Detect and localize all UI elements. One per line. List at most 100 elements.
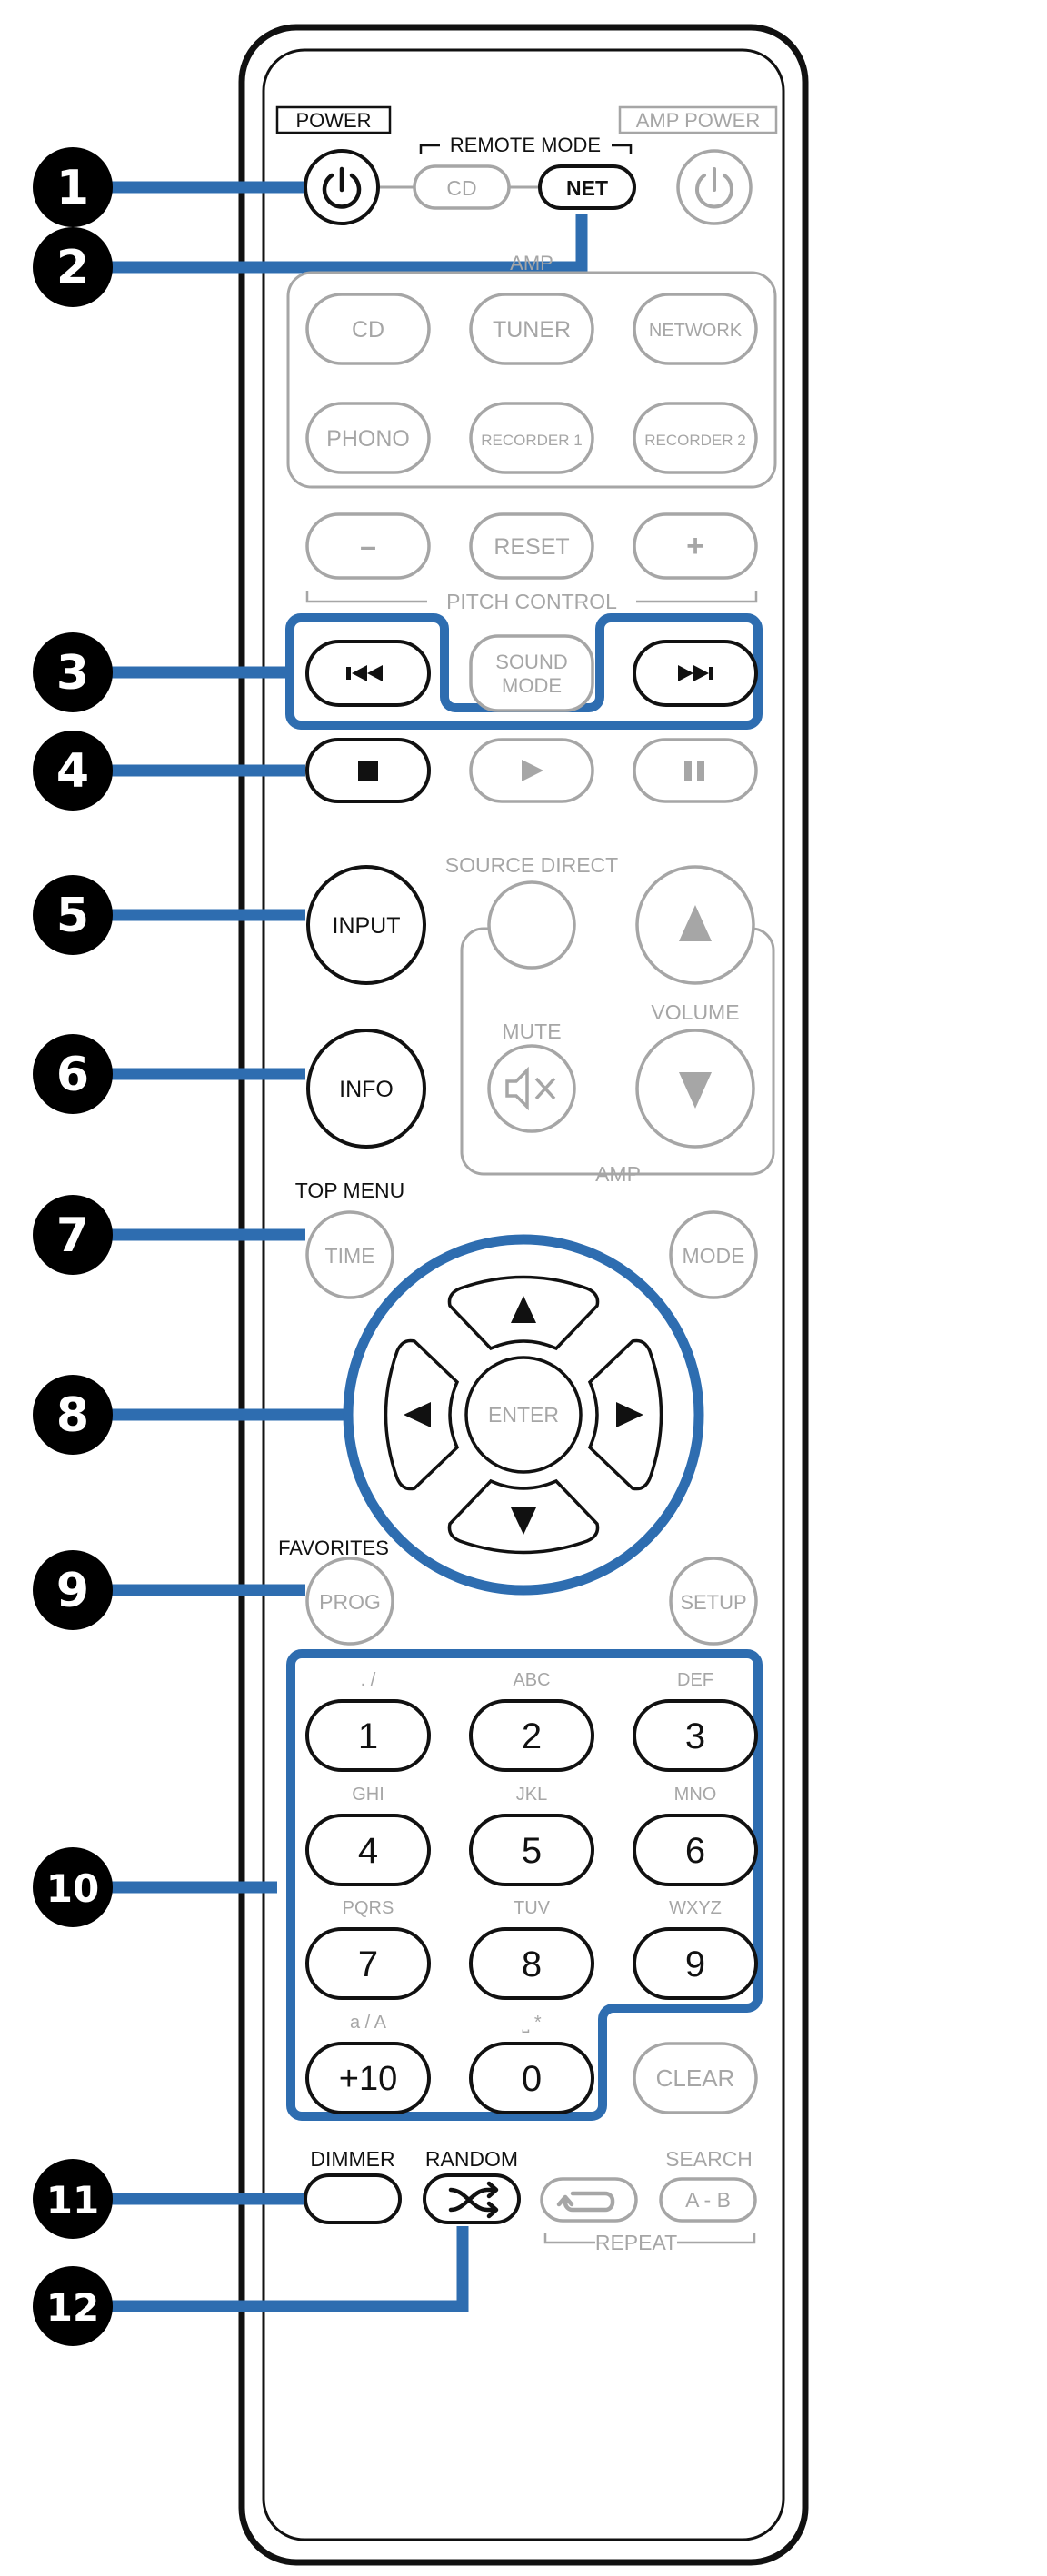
keypad-group-outline [286,1649,763,2121]
pitch-minus-button[interactable]: – [305,512,431,580]
play-icon [522,760,543,781]
keypad-key-5[interactable]: 5 [469,1814,594,1886]
keypad-letters-3: DEF [677,1670,713,1690]
svg-text:6: 6 [685,1831,705,1871]
keypad-key-2[interactable]: 2 [469,1699,594,1772]
source-direct-button[interactable] [487,880,576,970]
svg-text:INFO: INFO [339,1077,394,1102]
sound-mode-button[interactable]: SOUND MODE [469,634,594,712]
source-direct-label: SOURCE DIRECT [445,853,618,877]
time-button[interactable]: TIME [305,1210,394,1299]
repeat-button[interactable] [540,2177,638,2223]
svg-text:2: 2 [56,241,89,295]
pause-icon [684,761,704,781]
stop-icon [358,761,378,781]
setup-button[interactable]: SETUP [669,1557,758,1646]
svg-text:+10: +10 [339,2060,397,2098]
keypad-key-3[interactable]: 3 [633,1699,758,1772]
keypad-letters-2: ABC [513,1670,550,1690]
keypad-letters-5: JKL [516,1785,547,1805]
power-button[interactable] [304,149,380,225]
power-icon [322,173,362,209]
svg-text:SOUND: SOUND [495,651,567,673]
mute-icon [505,1066,556,1111]
keypad-key-6[interactable]: 6 [633,1814,758,1886]
amp-source-panel [286,271,777,489]
keypad-key-4[interactable]: 4 [305,1814,431,1886]
play-button[interactable] [469,738,594,803]
callout-number-12: 12 [33,2266,113,2346]
cd-source-button[interactable]: CD [305,293,431,365]
keypad-letters-1: . / [361,1670,376,1690]
amp-section-label: AMP [510,252,553,274]
cursor-left-icon [404,1402,431,1427]
mute-button[interactable] [487,1044,576,1133]
amp-power-label: AMP POWER [636,109,761,132]
repeat-label: REPEAT [595,2231,677,2254]
mode-button[interactable]: MODE [669,1210,758,1299]
skip-forward-icon [678,665,713,681]
skip-back-button[interactable] [305,640,431,707]
svg-text:MODE: MODE [683,1244,745,1268]
callout-number-8: 8 [33,1375,113,1455]
callout-number-5: 5 [33,875,113,955]
pitch-plus-button[interactable]: + [633,512,758,580]
remote-mode-label: REMOTE MODE [450,134,601,156]
svg-text:6: 6 [56,1048,89,1102]
keypad-key-9[interactable]: 9 [633,1927,758,2000]
svg-text:3: 3 [56,646,89,701]
pitch-control-bracket [305,591,758,603]
svg-text:+: + [686,529,704,563]
skip-back-icon [346,665,383,681]
callout-number-4: 4 [33,731,113,811]
recorder1-button[interactable]: RECORDER 1 [469,402,594,474]
keypad-key-0[interactable]: 0 [469,2042,594,2114]
svg-text:2: 2 [522,1716,542,1756]
keypad-key-plus10[interactable]: +10 [305,2042,431,2114]
amp-power-label-box [618,105,778,134]
ab-repeat-button[interactable]: A - B [659,2177,757,2223]
skip-forward-button[interactable] [633,640,758,707]
random-button[interactable] [423,2173,521,2224]
svg-text:CLEAR: CLEAR [656,2064,735,2092]
cursor-pad: ENTER [384,1275,663,1555]
enter-button[interactable]: ENTER [464,1356,583,1474]
callout-number-10: 10 [33,1847,113,1927]
stop-button[interactable] [305,738,431,803]
svg-text:1: 1 [358,1716,378,1756]
prog-button[interactable]: PROG [305,1557,394,1646]
amp-power-button[interactable] [676,149,753,225]
reset-button[interactable]: RESET [469,512,594,580]
cursor-group-outline [343,1234,704,1596]
svg-text:12: 12 [46,2285,99,2330]
random-icon [448,2181,499,2219]
net-mode-button[interactable]: NET [538,164,636,210]
dimmer-button[interactable] [304,2173,402,2224]
phono-button[interactable]: PHONO [305,402,431,474]
svg-text:10: 10 [46,1866,99,1911]
keypad-letters-6: MNO [674,1785,717,1805]
svg-text:3: 3 [685,1716,705,1756]
keypad-key-1[interactable]: 1 [305,1699,431,1772]
callout-number-9: 9 [33,1550,113,1630]
callout-number-6: 6 [33,1034,113,1114]
volume-up-button[interactable] [635,865,755,985]
pause-button[interactable] [633,738,758,803]
dimmer-label: DIMMER [310,2147,394,2171]
volume-down-button[interactable] [635,1029,755,1149]
keypad-letters-0: ⎵ * [522,2013,542,2033]
info-button[interactable]: INFO [306,1029,426,1149]
cd-mode-button[interactable]: CD [413,164,511,210]
keypad-letters-plus10: a / A [350,2013,387,2033]
input-button[interactable]: INPUT [306,865,426,985]
svg-text:RECORDER 2: RECORDER 2 [644,432,745,449]
clear-button[interactable]: CLEAR [633,2042,758,2114]
keypad-key-7[interactable]: 7 [305,1927,431,2000]
volume-down-icon [679,1072,712,1109]
recorder2-button[interactable]: RECORDER 2 [633,402,758,474]
tuner-button[interactable]: TUNER [469,293,594,365]
svg-text:0: 0 [522,2059,542,2099]
network-button[interactable]: NETWORK [633,293,758,365]
keypad-key-8[interactable]: 8 [469,1927,594,2000]
svg-text:8: 8 [522,1944,542,1984]
